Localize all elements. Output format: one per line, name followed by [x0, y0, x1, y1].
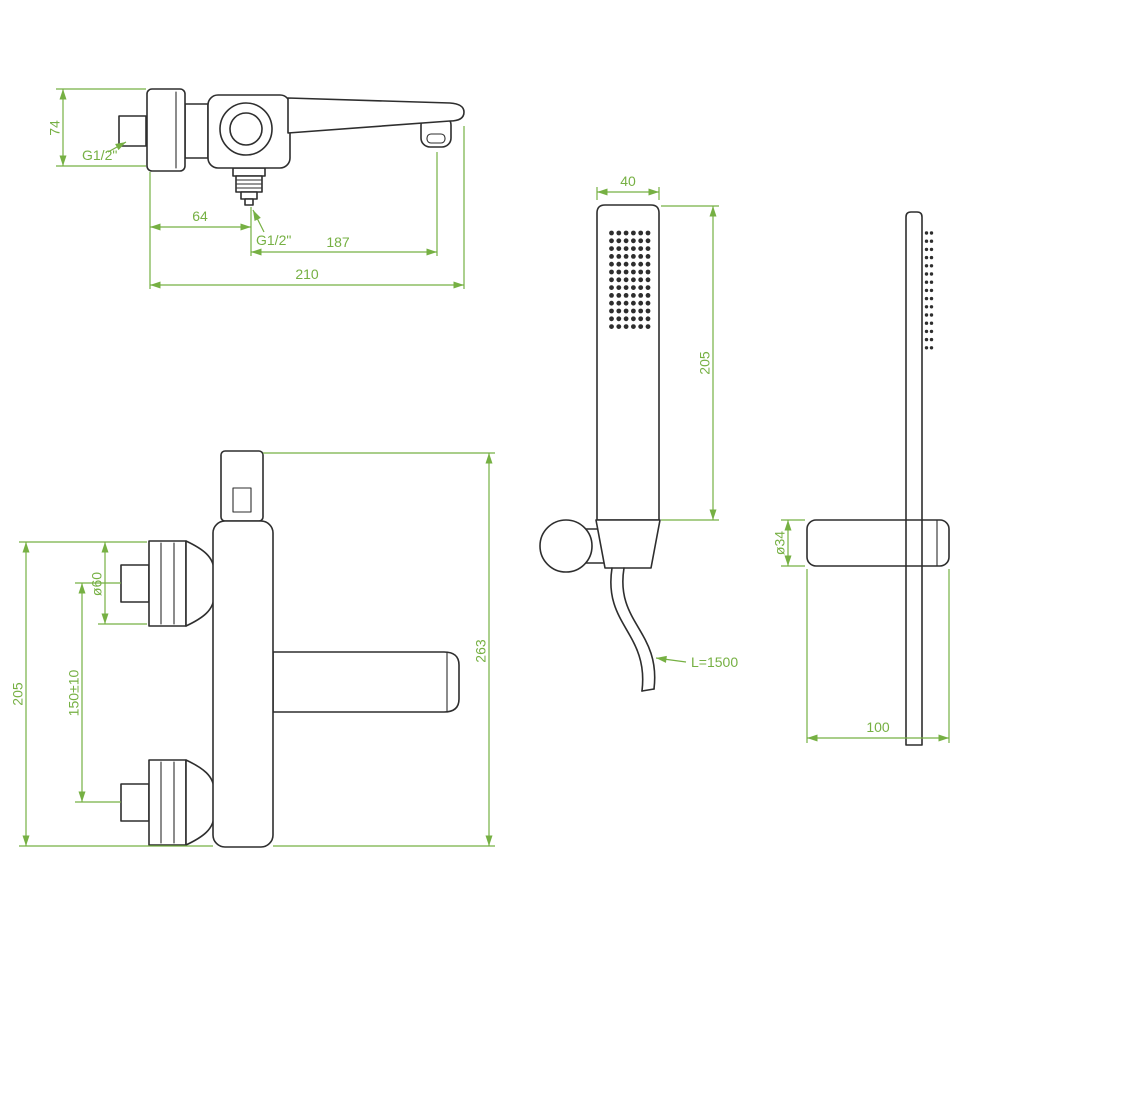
- dim-hose-length: L=1500: [655, 654, 738, 670]
- dim-connection-centres-150: 150±10: [66, 582, 121, 803]
- handshower-wand: [596, 204, 660, 521]
- handle-pivot-inner-circle: [229, 112, 263, 146]
- dim-label-263: 263: [473, 639, 489, 663]
- spout-outline: [287, 97, 465, 134]
- dim-handshower-length-205: 205: [661, 205, 719, 521]
- dim-label-150pm10: 150±10: [66, 669, 82, 716]
- dim-holder-diameter-34: ø34: [772, 519, 805, 567]
- mixer-escutcheon: [146, 88, 186, 172]
- holder-side-art: [806, 211, 950, 746]
- handshower-spray-face: [609, 230, 651, 329]
- dim-label-187: 187: [326, 234, 350, 250]
- holder-cup: [595, 519, 661, 569]
- mixer-side-body-art: [118, 88, 465, 206]
- dim-holder-depth-100: 100: [806, 569, 950, 743]
- dim-wall-to-tail-64: 64: [149, 172, 252, 289]
- threaded-tailpiece: [232, 167, 266, 206]
- dim-label-tail-g12: G1/2": [256, 232, 291, 248]
- top-wall-connection: [120, 540, 215, 627]
- dim-label-d60: ø60: [89, 572, 105, 596]
- dim-label-l1500: L=1500: [691, 654, 738, 670]
- dim-spout-reach-210: 210: [150, 126, 465, 289]
- mixer-front-art: [120, 450, 460, 848]
- dim-label-74: 74: [47, 120, 63, 136]
- view-handshower-front: 40 205 L=1500: [539, 173, 738, 692]
- shower-hose: [610, 567, 656, 692]
- wall-connector-square: [118, 115, 147, 147]
- dim-tail-thread: G1/2": [252, 209, 291, 248]
- dim-left-height-205: 205: [10, 542, 213, 847]
- mixer-neck: [184, 103, 209, 159]
- holder-bracket-side: [806, 519, 950, 567]
- dim-overall-height-263: 263: [263, 452, 495, 847]
- handle-pivot-outer-circle: [219, 102, 273, 156]
- bottom-wall-connection: [120, 759, 215, 846]
- dim-label-205-left: 205: [10, 682, 26, 706]
- dim-inlet-thread: G1/2": [82, 141, 127, 163]
- view-mixer-side: 74 G1/2" 64 G1/2" 187 210: [47, 88, 465, 289]
- holder-wall-disc: [539, 519, 593, 573]
- handshower-art: [539, 204, 661, 692]
- handshower-spray-face-side: [924, 231, 934, 350]
- mixer-front-body: [212, 520, 274, 848]
- handshower-wand-side: [905, 211, 923, 746]
- dim-label-inlet-g12: G1/2": [82, 147, 117, 163]
- dim-body-height-74: 74: [47, 88, 146, 167]
- dim-handshower-width-40: 40: [596, 173, 660, 200]
- dim-label-205-shower: 205: [697, 351, 713, 375]
- dim-label-d34: ø34: [772, 531, 788, 555]
- front-spout: [272, 651, 460, 713]
- dim-tail-to-aerator-187: 187: [251, 152, 438, 256]
- dim-label-100: 100: [866, 719, 890, 735]
- dim-label-40: 40: [620, 173, 636, 189]
- dim-label-64: 64: [192, 208, 208, 224]
- dim-label-210: 210: [295, 266, 319, 282]
- diverter-knob: [220, 450, 264, 522]
- view-holder-side: ø34 100: [772, 211, 950, 746]
- view-mixer-front: ø60 205 150±10 263: [10, 450, 495, 848]
